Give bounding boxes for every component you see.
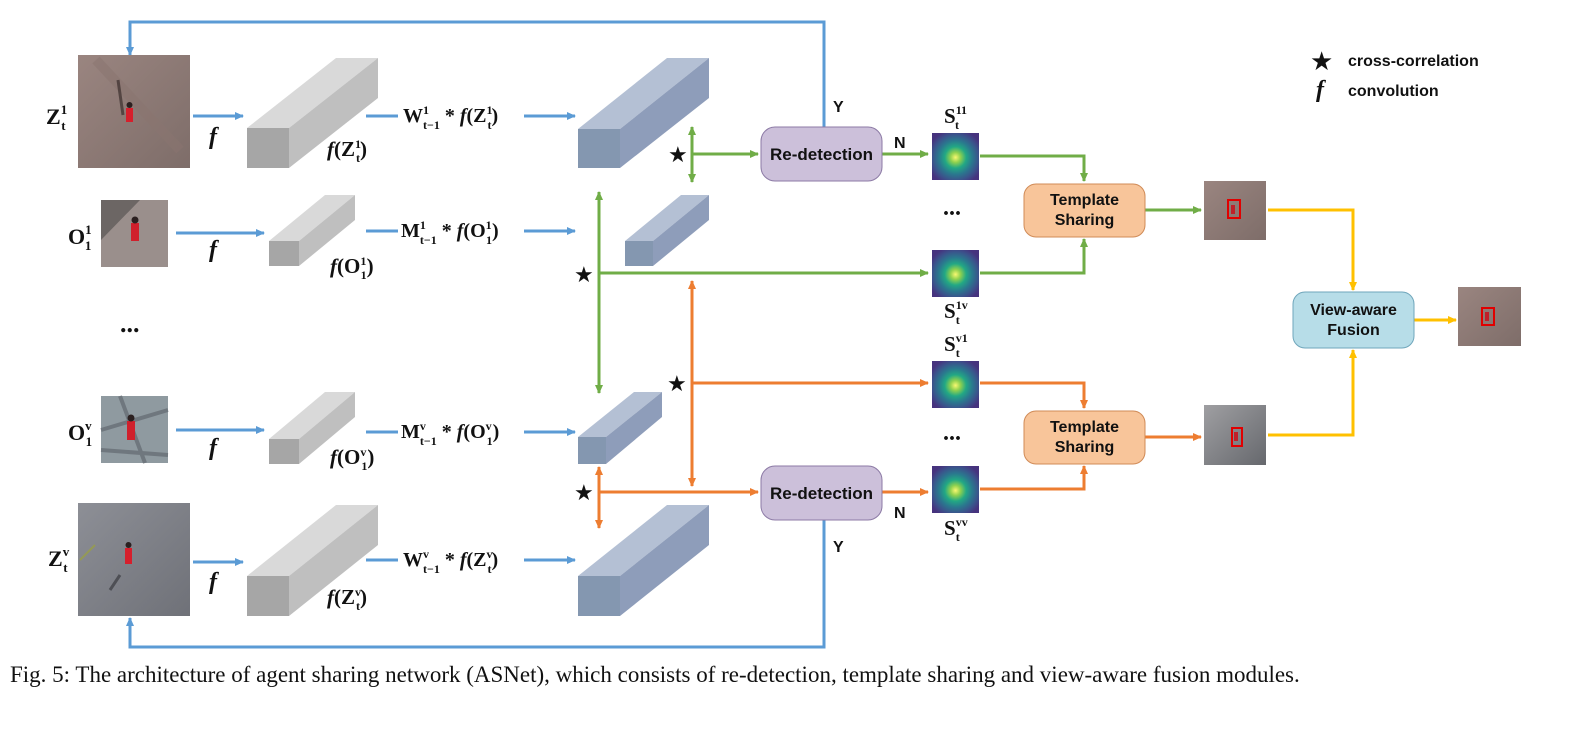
ellipsis-score-bottom: ... <box>943 420 961 446</box>
green-s1v-to-template <box>980 238 1088 275</box>
result-image-view1 <box>1204 181 1266 240</box>
fused-result-image <box>1458 287 1521 346</box>
svg-text:Re-detection: Re-detection <box>770 145 873 164</box>
input-image-zv <box>78 503 190 616</box>
input-image-o1 <box>101 200 168 267</box>
svg-text:Re-detection: Re-detection <box>770 484 873 503</box>
orange-sv1-to-template <box>980 381 1088 409</box>
star-mid: ★ <box>667 371 687 396</box>
legend-convolution-label: convolution <box>1348 83 1439 100</box>
score-map-svv <box>932 466 979 513</box>
yellow-viewv-to-fusion <box>1268 349 1357 437</box>
legend-cross-correlation-label: cross-correlation <box>1348 53 1479 70</box>
ellipsis-inputs: ... <box>120 309 140 338</box>
template-label-line2: Sharing <box>1055 212 1115 229</box>
figure-caption: Fig. 5: The architecture of agent sharin… <box>10 662 1300 687</box>
score-map-s1v <box>932 250 979 297</box>
conv-symbol-z1: f <box>209 124 219 150</box>
result-image-viewv <box>1204 405 1266 465</box>
star-bottom: ★ <box>574 480 594 505</box>
weighted-block-z1 <box>578 58 709 168</box>
input-image-z1 <box>78 55 190 168</box>
fusion-label-line2: Fusion <box>1327 322 1379 339</box>
feedback-loop-bottom <box>126 519 826 649</box>
green-s11-to-template <box>980 154 1088 182</box>
feature-block-o1 <box>269 195 355 266</box>
fusion-label-line1: View-aware <box>1310 302 1397 319</box>
feature-block-ov <box>269 392 355 464</box>
weighted-block-o1 <box>625 195 709 266</box>
score-map-sv1 <box>932 361 979 408</box>
template-label-line1: Template <box>1050 192 1119 209</box>
conv-symbol-o1: f <box>209 237 219 263</box>
score-map-s11 <box>932 133 979 180</box>
star-top: ★ <box>668 142 688 167</box>
decision-no-top: N <box>894 135 906 152</box>
template-label-line2: Sharing <box>1055 439 1115 456</box>
template-label-line1: Template <box>1050 419 1119 436</box>
legend-convolution-symbol: f <box>1316 77 1326 103</box>
decision-yes-top: Y <box>833 99 844 116</box>
weighted-block-ov <box>578 392 662 464</box>
feature-block-z1 <box>247 58 378 168</box>
weighted-block-zv <box>578 505 709 616</box>
yellow-view1-to-fusion <box>1268 208 1357 291</box>
input-image-ov <box>100 395 169 464</box>
orange-svv-to-template <box>980 465 1088 491</box>
feature-block-zv <box>247 505 378 616</box>
ellipsis-score-top: ... <box>943 195 961 221</box>
decision-no-bottom: N <box>894 505 906 522</box>
star-left: ★ <box>574 262 594 287</box>
legend-star-icon: ★ <box>1310 46 1333 76</box>
feedback-loop-top <box>126 20 826 128</box>
conv-symbol-ov: f <box>209 435 219 461</box>
conv-symbol-zv: f <box>209 569 219 595</box>
decision-yes-bottom: Y <box>833 539 844 556</box>
legend: ★ cross-correlation f convolution <box>1310 46 1479 103</box>
redetection-module-bottom: Re-detection <box>760 465 883 521</box>
redetection-module-top: Re-detection <box>760 126 883 182</box>
